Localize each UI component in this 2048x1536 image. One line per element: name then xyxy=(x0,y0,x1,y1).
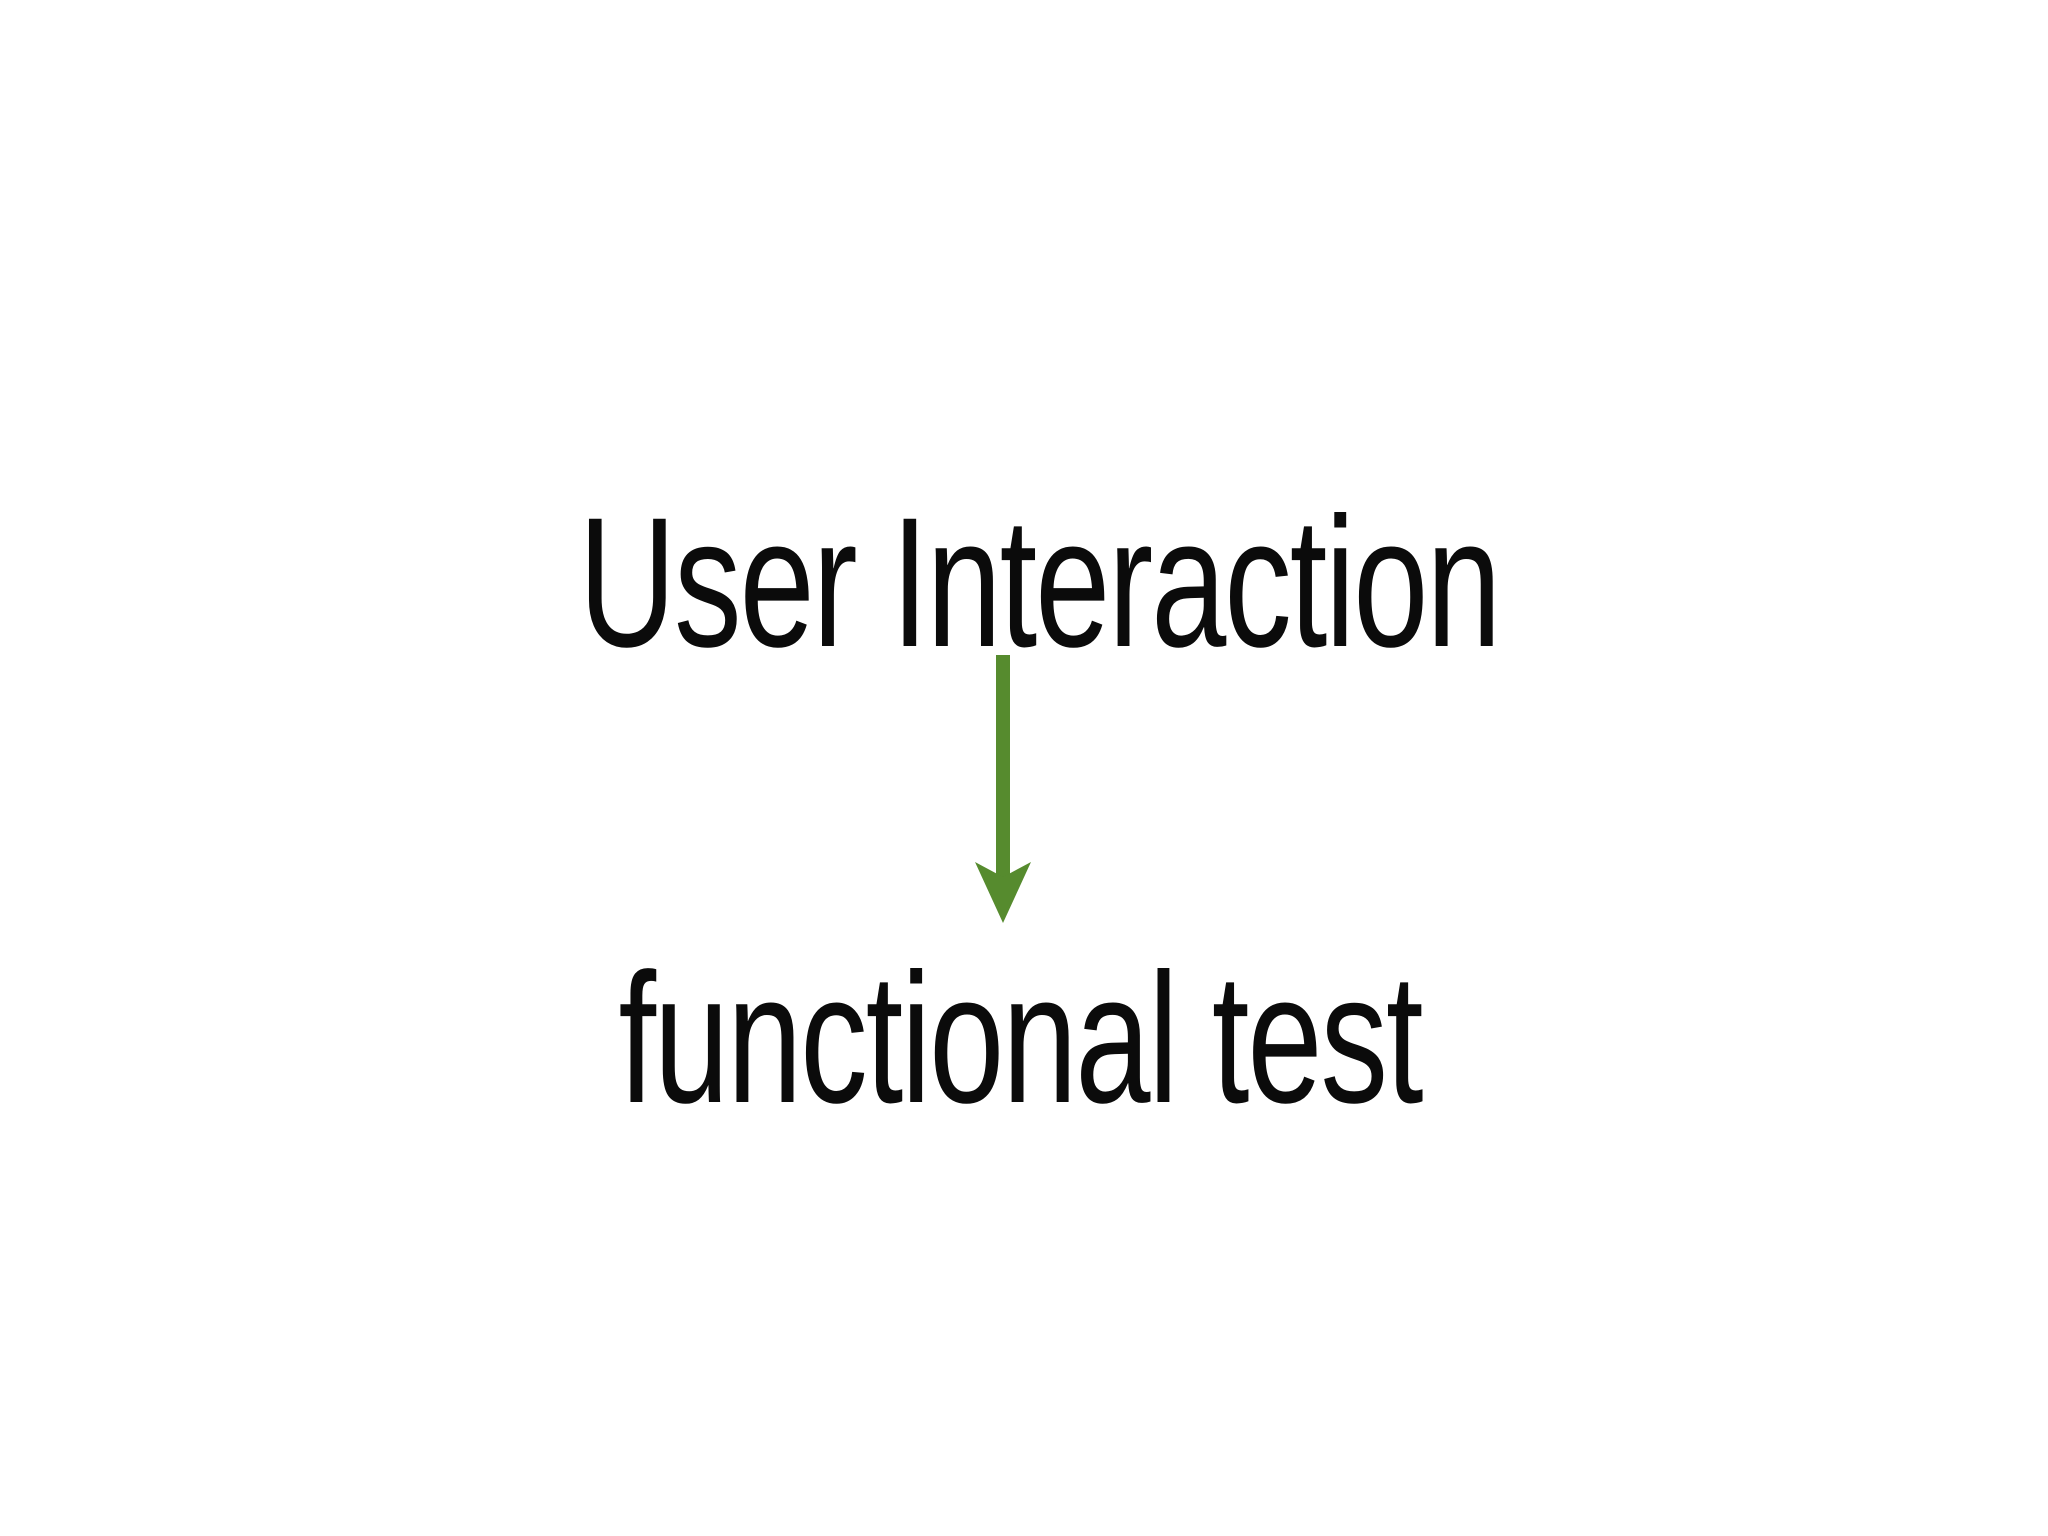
label-functional-test: functional test xyxy=(618,936,1424,1142)
down-arrow-head xyxy=(975,862,1031,923)
title-user-interaction: User Interaction xyxy=(578,480,1502,686)
down-arrow-icon xyxy=(973,655,1033,927)
down-arrow-shaft xyxy=(996,655,1010,877)
